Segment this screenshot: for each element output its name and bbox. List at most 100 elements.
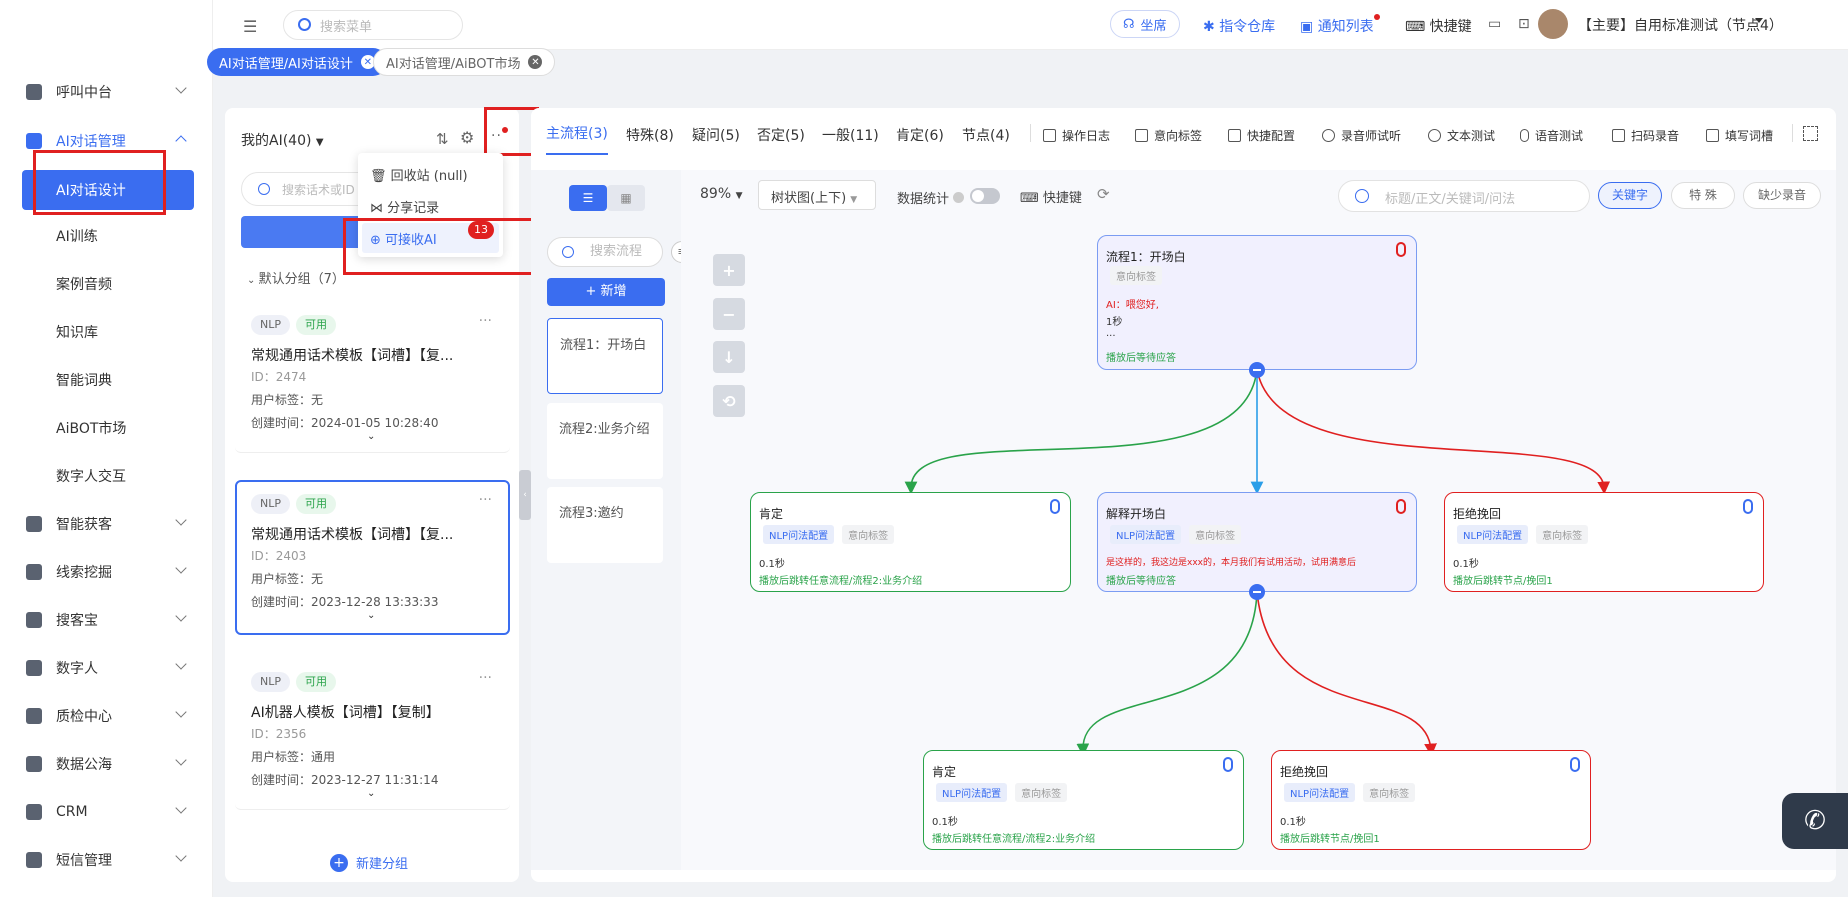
tool-recorder-listen[interactable]: 录音师试听 bbox=[1322, 127, 1401, 144]
tab-ai-design[interactable]: AI对话管理/AI对话设计✕ bbox=[207, 48, 387, 76]
tab-question[interactable]: 疑问(5) bbox=[692, 128, 740, 144]
mic-icon[interactable] bbox=[1570, 757, 1580, 772]
sidebar-item-leads[interactable]: 线索挖掘 bbox=[0, 550, 213, 594]
tool-operation-log[interactable]: 操作日志 bbox=[1043, 127, 1110, 144]
zoom-select[interactable]: 89% ▼ bbox=[700, 186, 743, 202]
tool-scan-record[interactable]: 扫码录音 bbox=[1612, 127, 1679, 144]
gear-icon[interactable]: ⚙ bbox=[460, 128, 475, 147]
sidebar-item-data-sea[interactable]: 数据公海 bbox=[0, 742, 213, 786]
group-header[interactable]: ⌄ 默认分组（7） bbox=[247, 272, 345, 287]
more-icon[interactable]: ··· bbox=[478, 492, 492, 508]
node-refuse[interactable]: 拒绝挽回 NLP问法配置意向标签 0.1秒 播放后跳转节点/挽回1 bbox=[1444, 492, 1764, 592]
flow-item[interactable]: 流程1：开场白 bbox=[547, 318, 663, 394]
node-explain-opening[interactable]: 解释开场白 NLP问法配置意向标签 是这样的，我这边是xxx的，本月我们有试用活… bbox=[1097, 492, 1417, 592]
keyword-filter-button[interactable]: 关键字 bbox=[1598, 182, 1662, 209]
sidebar-item-acquisition[interactable]: 智能获客 bbox=[0, 502, 213, 546]
sidebar-item-soukebao[interactable]: 搜客宝 bbox=[0, 598, 213, 642]
tab-special[interactable]: 特殊(8) bbox=[626, 128, 674, 144]
grid-view-icon[interactable]: ▦ bbox=[607, 185, 645, 211]
close-icon[interactable]: ✕ bbox=[528, 55, 543, 69]
special-filter-button[interactable]: 特 殊 bbox=[1671, 182, 1735, 209]
mic-icon[interactable] bbox=[1743, 499, 1753, 514]
seat-button[interactable]: ☊坐席 bbox=[1110, 10, 1180, 38]
missing-audio-filter-button[interactable]: 缺少录音 bbox=[1743, 182, 1821, 209]
tab-positive[interactable]: 肯定(6) bbox=[896, 128, 944, 144]
tab-aibot-market[interactable]: AI对话管理/AiBOT市场✕ bbox=[373, 48, 556, 76]
sidebar-item-sms[interactable]: 短信管理 bbox=[0, 838, 213, 882]
sidebar-sub-ai-training[interactable]: AI训练 bbox=[56, 229, 98, 245]
sidebar-item-digital-person[interactable]: 数字人 bbox=[0, 646, 213, 690]
menu-item-recycle[interactable]: 🗑 回收站 (null) bbox=[370, 169, 468, 184]
node-positive[interactable]: 肯定 NLP问法配置意向标签 0.1秒 播放后跳转任意流程/流程2:业务介绍 bbox=[750, 492, 1071, 592]
my-ai-dropdown[interactable]: 我的AI(40) ▼ bbox=[241, 133, 324, 149]
menu-collapse-icon[interactable]: ☰ bbox=[243, 17, 258, 36]
flow-item[interactable]: 流程2:业务介绍 bbox=[547, 403, 663, 479]
mic-icon[interactable] bbox=[1396, 242, 1406, 257]
download-icon[interactable]: ↓ bbox=[713, 341, 745, 373]
sidebar-sub-digital-human[interactable]: 数字人交互 bbox=[56, 469, 126, 485]
tool-voice-test[interactable]: 语音测试 bbox=[1520, 127, 1583, 144]
sidebar-item-ai-dialog[interactable]: AI对话管理 bbox=[0, 119, 213, 163]
tab-main-flow[interactable]: 主流程(3) bbox=[546, 123, 608, 155]
chevron-down-icon[interactable]: ⌄ bbox=[367, 431, 376, 442]
refresh-icon[interactable]: ⟳ bbox=[1097, 185, 1110, 203]
mic-icon[interactable] bbox=[1223, 757, 1233, 772]
add-flow-button[interactable]: + 新增 bbox=[547, 278, 665, 306]
tool-fill-slot[interactable]: 填写词槽 bbox=[1706, 127, 1773, 144]
notify-list-button[interactable]: ▣ 通知列表 bbox=[1300, 14, 1380, 36]
flow-item[interactable]: 流程3:邀约 bbox=[547, 487, 663, 563]
avatar[interactable] bbox=[1538, 9, 1568, 39]
caret-down-icon[interactable] bbox=[1755, 18, 1763, 23]
tool-intent-tag[interactable]: 意向标签 bbox=[1135, 127, 1202, 144]
tool-text-test[interactable]: 文本测试 bbox=[1428, 127, 1495, 144]
shortcut-button[interactable]: ⌨ 快捷键 bbox=[1405, 19, 1472, 35]
tab-general[interactable]: 一般(11) bbox=[822, 128, 879, 144]
zoom-in-icon[interactable]: + bbox=[713, 254, 745, 286]
window-icon[interactable]: ▭ bbox=[1488, 16, 1502, 32]
sort-icon[interactable]: ⇅ bbox=[436, 130, 449, 148]
more-icon[interactable]: ··· bbox=[478, 670, 492, 686]
canvas-shortcut-button[interactable]: ⌨ 快捷键 bbox=[1020, 191, 1082, 206]
node-positive[interactable]: 肯定 NLP问法配置意向标签 0.1秒 播放后跳转任意流程/流程2:业务介绍 bbox=[923, 750, 1244, 850]
chevron-down-icon[interactable]: ⌄ bbox=[367, 610, 376, 621]
support-phone-icon[interactable]: ✆ bbox=[1782, 793, 1848, 849]
user-name[interactable]: 【主要】自用标准测试（节点4） bbox=[1578, 18, 1783, 34]
node-search-input[interactable]: 标题/正文/关键词/问法 bbox=[1338, 180, 1590, 212]
chevron-down-icon[interactable]: ⌄ bbox=[367, 788, 376, 799]
tool-quick-config[interactable]: 快捷配置 bbox=[1228, 127, 1295, 144]
menu-item-receivable[interactable]: ⊕ 可接收AI 13 bbox=[362, 221, 499, 253]
sidebar-sub-dictionary[interactable]: 智能词典 bbox=[56, 373, 112, 389]
node-refuse[interactable]: 拒绝挽回 NLP问法配置意向标签 0.1秒 播放后跳转节点/挽回1 bbox=[1271, 750, 1591, 850]
view-mode-select[interactable]: 树状图(上下) ▼ bbox=[758, 180, 876, 210]
collapse-node-icon[interactable] bbox=[1249, 584, 1265, 600]
screenshot-icon[interactable]: ⊡ bbox=[1518, 16, 1530, 32]
collapse-node-icon[interactable] bbox=[1249, 362, 1265, 378]
mic-icon[interactable] bbox=[1050, 499, 1060, 514]
collapse-handle[interactable]: ‹ bbox=[519, 470, 531, 520]
menu-search-input[interactable]: 搜索菜单 bbox=[283, 10, 463, 40]
zoom-out-icon[interactable]: − bbox=[713, 298, 745, 330]
menu-item-share-record[interactable]: ⋈ 分享记录 bbox=[370, 201, 440, 216]
reset-icon[interactable]: ⟲ bbox=[713, 385, 745, 417]
mic-icon[interactable] bbox=[1396, 499, 1406, 514]
tab-negative[interactable]: 否定(5) bbox=[757, 128, 805, 144]
sidebar-item-crm[interactable]: CRM bbox=[0, 790, 213, 834]
close-icon[interactable]: ✕ bbox=[360, 55, 375, 69]
sidebar-sub-ai-design[interactable]: AI对话设计 bbox=[22, 170, 194, 210]
sidebar-item-call-center[interactable]: 呼叫中台 bbox=[0, 70, 213, 114]
more-icon[interactable]: ··· bbox=[478, 313, 492, 329]
flow-search-input[interactable]: 搜索流程 bbox=[547, 237, 663, 267]
command-repo-button[interactable]: ✱ 指令仓库 bbox=[1203, 19, 1276, 35]
data-stats-toggle[interactable] bbox=[970, 188, 1000, 204]
node-opening[interactable]: 流程1：开场白 意向标签 AI：喂您好, 1秒 ... 播放后等待应答 bbox=[1097, 235, 1417, 370]
sidebar-sub-case-audio[interactable]: 案例音频 bbox=[56, 277, 112, 293]
more-icon[interactable]: ·· bbox=[491, 128, 502, 144]
sidebar-item-quality[interactable]: 质检中心 bbox=[0, 694, 213, 738]
sidebar-sub-aibot-market[interactable]: AiBOT市场 bbox=[56, 421, 127, 437]
sidebar-sub-knowledge[interactable]: 知识库 bbox=[56, 325, 98, 341]
fullscreen-icon[interactable] bbox=[1803, 126, 1818, 141]
tab-node[interactable]: 节点(4) bbox=[962, 128, 1010, 144]
